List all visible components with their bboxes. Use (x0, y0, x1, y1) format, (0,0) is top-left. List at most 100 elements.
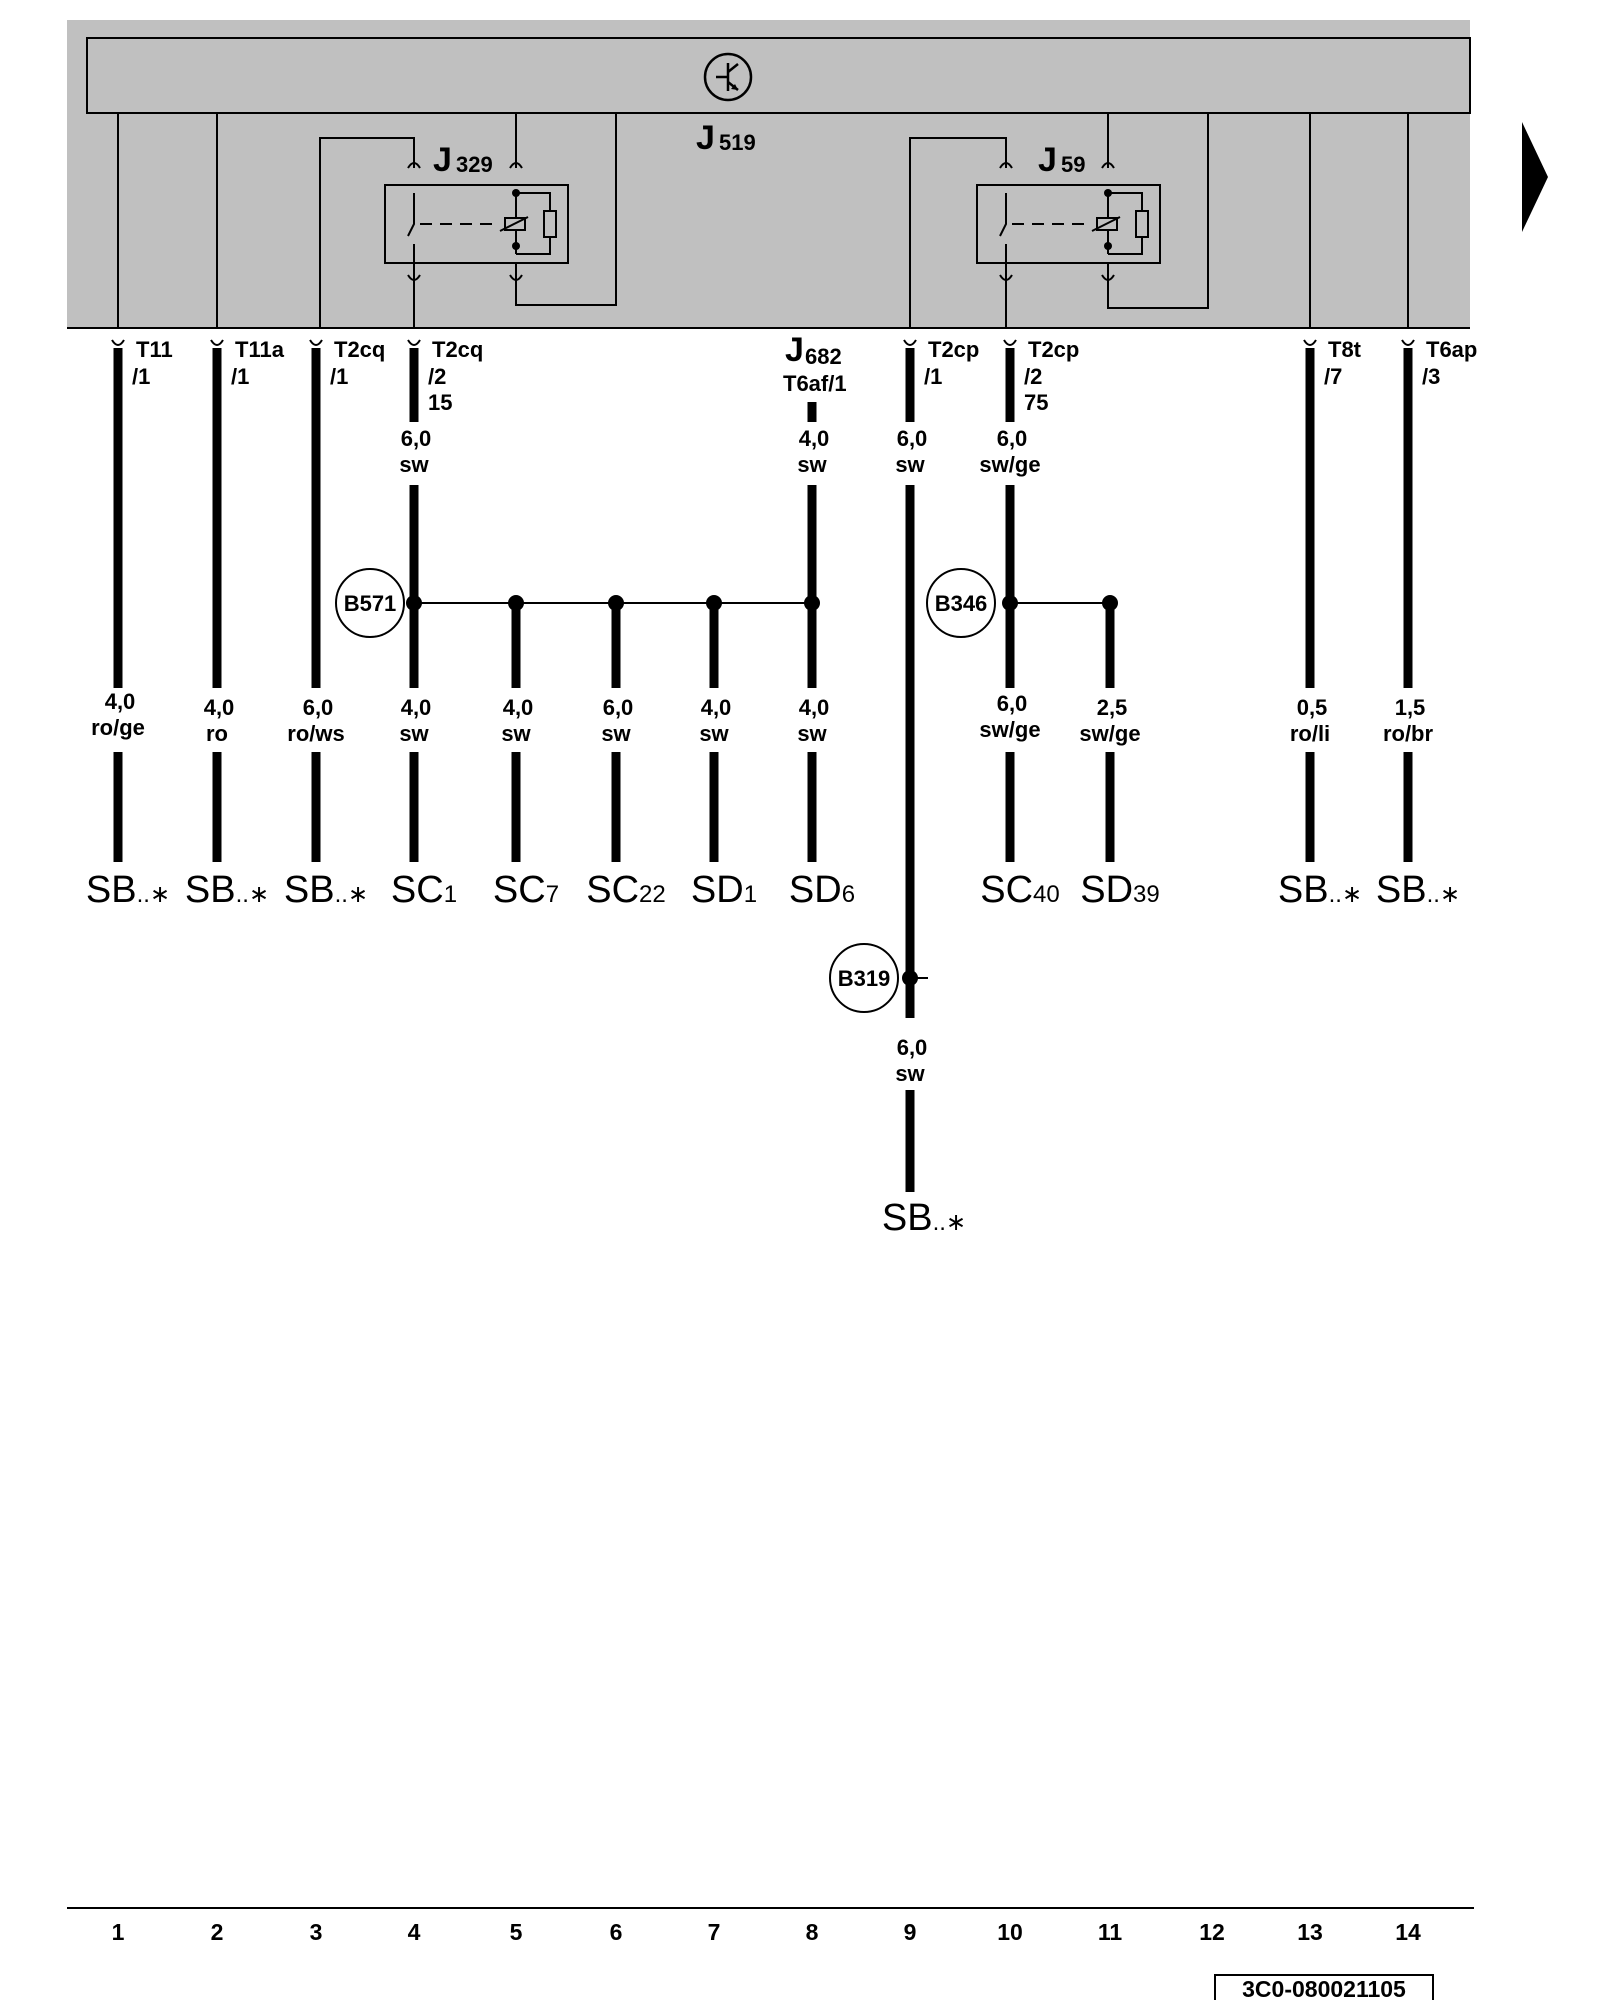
destination-col10[interactable]: SC40 (980, 869, 1060, 911)
connector-terminal-label-10: 75 (1024, 390, 1048, 415)
connector-label-14: T6ap (1426, 337, 1477, 362)
connector-pin-10 (1003, 339, 1017, 346)
lower-wire-color-col14: ro/br (1383, 721, 1434, 746)
column-number-4: 4 (408, 1919, 421, 1945)
lower-wire-color-col10: sw/ge (979, 717, 1040, 742)
connector-pin-label-10: /2 (1024, 364, 1042, 389)
destination-col7[interactable]: SD1 (691, 869, 757, 911)
lower-wire-size-col8: 4,0 (799, 695, 830, 720)
splice-label-b571: B571 (344, 591, 397, 616)
lower-wire-color-col5: sw (501, 721, 531, 746)
lower-wire-size-col11: 2,5 (1097, 695, 1128, 720)
splice-circle-b346 (926, 568, 996, 638)
column-number-2: 2 (211, 1919, 224, 1945)
connector-pin-label-9: /1 (924, 364, 942, 389)
destination-col5[interactable]: SC7 (493, 869, 559, 911)
control-unit-inner-box (86, 37, 1471, 114)
relay-j329-letter: J (433, 141, 452, 179)
column-number-9: 9 (904, 1919, 917, 1945)
connector-pin-label-4: /2 (428, 364, 446, 389)
destination-col13[interactable]: SB..∗ (1278, 869, 1362, 911)
column-number-5: 5 (510, 1919, 523, 1945)
destination-col1[interactable]: SB..∗ (86, 869, 170, 911)
wire-size-col9-lower: 6,0 (897, 1035, 928, 1060)
relay-j59-number: 59 (1061, 152, 1085, 177)
destination-col9[interactable]: SB..∗ (882, 1197, 966, 1239)
relay-j59-letter: J (1038, 141, 1057, 179)
column-number-3: 3 (310, 1919, 323, 1945)
lower-wire-color-col3: ro/ws (287, 721, 344, 746)
connector-layer: T11/1T11a/1T2cq/1T2cq/215T2cp/1T2cp/275T… (111, 337, 1477, 415)
lower-wire-color-col6: sw (601, 721, 631, 746)
destination-col2[interactable]: SB..∗ (185, 869, 269, 911)
column-number-8: 8 (806, 1919, 819, 1945)
lower-wire-size-col10: 6,0 (997, 691, 1028, 716)
connector-pin-1 (111, 339, 125, 346)
upper-wire-color-col10: sw/ge (979, 452, 1040, 477)
upper-wire-size-col9: 6,0 (897, 426, 928, 451)
connector-pin-4 (407, 339, 421, 346)
wire-layer (113, 348, 1413, 1192)
destination-col4[interactable]: SC1 (391, 869, 457, 911)
splice-circle-b571 (335, 568, 405, 638)
connector-label-2: T11a (235, 337, 285, 362)
lower-wire-color-col4: sw (399, 721, 429, 746)
destination-col11[interactable]: SD39 (1080, 869, 1160, 911)
lower-wire-size-col7: 4,0 (701, 695, 732, 720)
lower-wire-color-col13: ro/li (1290, 721, 1330, 746)
splice-label-b346: B346 (935, 591, 988, 616)
external-unit-letter: J (785, 331, 804, 369)
connector-label-13: T8t (1328, 337, 1362, 362)
column-number-14: 14 (1395, 1919, 1421, 1945)
control-unit-housing (67, 20, 1470, 328)
connector-label-1: T11 (136, 337, 173, 362)
lower-wire-size-col13: 0,5 (1297, 695, 1328, 720)
connector-pin-label-13: /7 (1324, 364, 1342, 389)
relay-j329: J 329 (319, 113, 617, 328)
connector-label-9: T2cp (928, 337, 979, 362)
connector-label-10: T2cp (1028, 337, 1079, 362)
splice-dot-col8 (804, 595, 820, 611)
column-number-11: 11 (1098, 1919, 1123, 1945)
relay-j59: J 59 (909, 113, 1209, 328)
control-unit-name-letter: J (696, 119, 715, 157)
connector-pin-13 (1303, 339, 1317, 346)
connector-pin-9 (903, 339, 917, 346)
external-unit-pin: T6af/1 (783, 371, 847, 396)
relay-j329-number: 329 (456, 152, 493, 177)
column-number-13: 13 (1297, 1919, 1323, 1945)
destination-col8[interactable]: SD6 (789, 869, 855, 911)
column-number-12: 12 (1199, 1919, 1225, 1945)
splice-circle-b319 (829, 943, 899, 1013)
destination-col6[interactable]: SC22 (586, 869, 666, 911)
connector-pin-label-2: /1 (231, 364, 249, 389)
lower-wire-size-col5: 4,0 (503, 695, 534, 720)
connector-pin-14 (1401, 339, 1415, 346)
destination-col3[interactable]: SB..∗ (284, 869, 368, 911)
destination-col14[interactable]: SB..∗ (1376, 869, 1460, 911)
external-unit-number: 682 (805, 344, 842, 369)
lower-wire-size-col6: 6,0 (603, 695, 634, 720)
connector-pin-2 (210, 339, 224, 346)
lower-wire-size-col3: 6,0 (303, 695, 334, 720)
lower-wire-color-col1: ro/ge (91, 715, 145, 740)
wire-color-col9-lower: sw (895, 1061, 925, 1086)
lower-wire-color-col7: sw (699, 721, 729, 746)
upper-wire-color-col8: sw (797, 452, 827, 477)
document-reference: 3C0-080021105 (1214, 1974, 1434, 2000)
connector-pin-label-3: /1 (330, 364, 348, 389)
next-page-arrow-icon[interactable] (1522, 122, 1548, 232)
connector-pin-label-1: /1 (132, 364, 150, 389)
splice-dot-col5 (508, 595, 524, 611)
lower-wire-color-col2: ro (206, 721, 228, 746)
splice-dot-col7 (706, 595, 722, 611)
lower-wire-color-col11: sw/ge (1079, 721, 1140, 746)
control-unit-name-number: 519 (719, 130, 756, 155)
transistor-icon (703, 52, 753, 102)
splice-dot-col6 (608, 595, 624, 611)
lower-wire-size-col1: 4,0 (105, 689, 136, 714)
